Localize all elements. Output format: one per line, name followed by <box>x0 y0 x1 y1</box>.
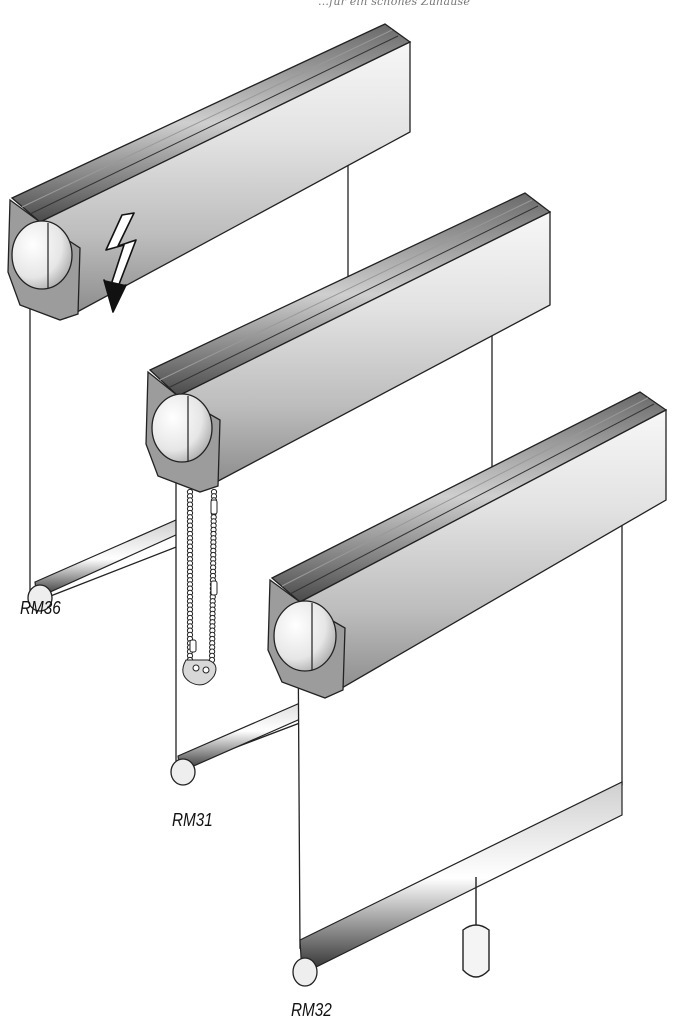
rm32-rail-end <box>292 957 318 987</box>
blind-rm36 <box>7 23 412 612</box>
brand-tagline: ...für ein schönes Zuhause <box>318 0 471 8</box>
rm31-rail-end <box>170 758 196 786</box>
blind-rm32 <box>267 391 668 987</box>
model-label-rm32: RM32 <box>291 1000 332 1020</box>
rm36-cap-dome <box>11 220 73 290</box>
model-label-rm36: RM36 <box>20 598 61 618</box>
rm31-cap-dome <box>151 393 213 463</box>
pull-handle-icon <box>462 877 490 978</box>
rm36-rail-end <box>27 584 53 612</box>
rm32-cap-dome <box>273 600 337 672</box>
bead-chain-icon <box>182 488 218 686</box>
model-label-rm31: RM31 <box>172 810 213 830</box>
